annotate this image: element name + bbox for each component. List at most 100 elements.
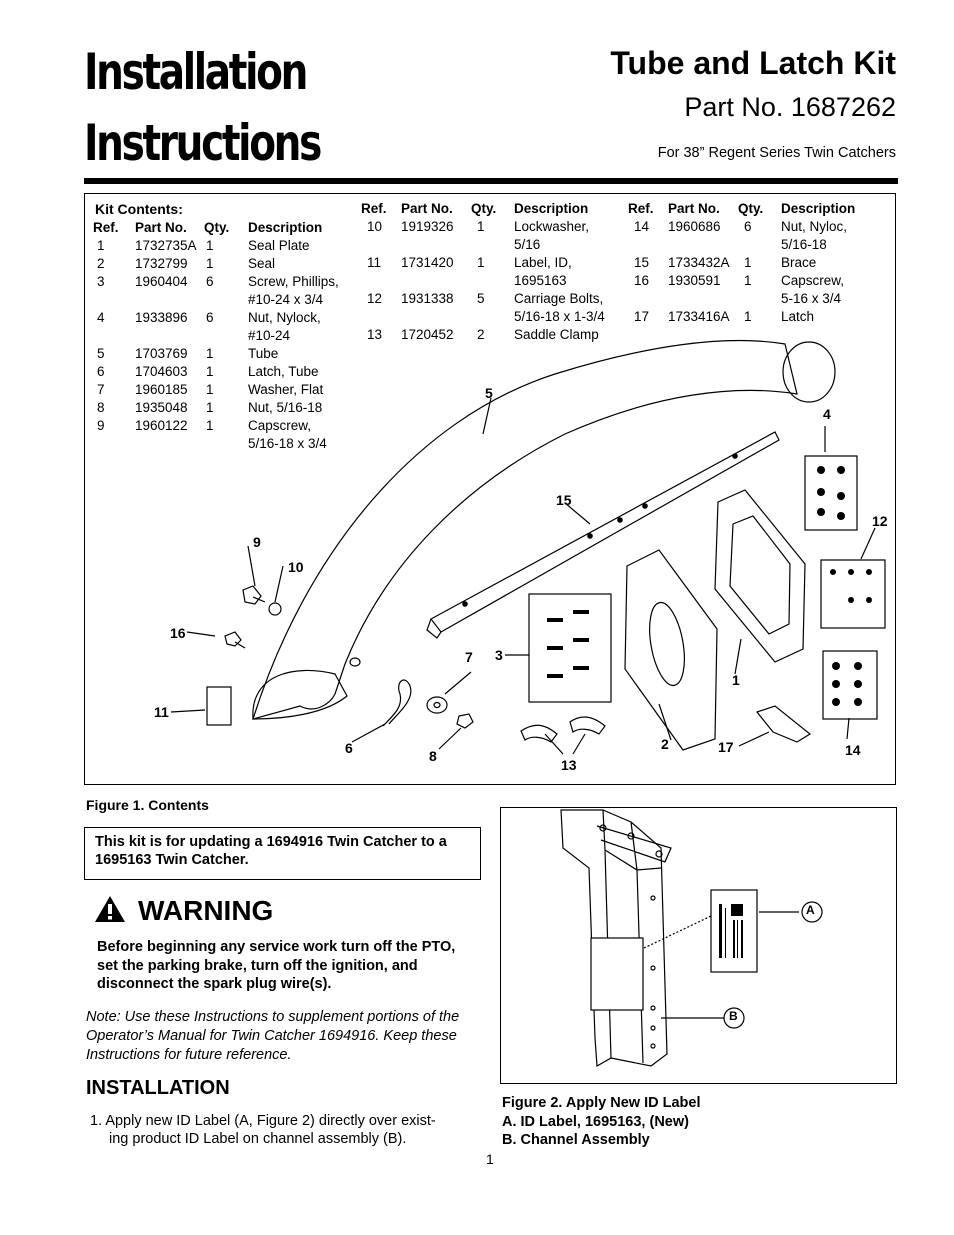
description-cell: #10-24 x 3/4 bbox=[248, 292, 324, 307]
qty-cell: 6 bbox=[206, 274, 214, 289]
qty-cell: 1 bbox=[206, 382, 214, 397]
col-header-ref: Ref. bbox=[361, 201, 387, 216]
ref-cell: 5 bbox=[97, 346, 105, 361]
part-number-cell: 1960686 bbox=[668, 219, 721, 234]
ref-cell: 3 bbox=[97, 274, 105, 289]
title-line-1: Installation bbox=[84, 43, 308, 101]
page-number: 1 bbox=[486, 1151, 494, 1167]
part-number-cell: 1960404 bbox=[135, 274, 188, 289]
part-number-cell: 1919326 bbox=[401, 219, 454, 234]
lockwasher-10 bbox=[268, 602, 282, 616]
qty-cell: 1 bbox=[206, 400, 214, 415]
figure2-box: A B bbox=[500, 807, 897, 1084]
callout-13: 13 bbox=[561, 757, 577, 773]
description-cell: Capscrew, bbox=[781, 273, 845, 288]
part-number-cell: 1703769 bbox=[135, 346, 188, 361]
qty-cell: 1 bbox=[744, 273, 752, 288]
callout-14: 14 bbox=[845, 742, 861, 758]
ref-cell: 6 bbox=[97, 364, 105, 379]
tube-end bbox=[252, 669, 348, 720]
description-cell: Nut, Nyloc, bbox=[781, 219, 848, 234]
part-number-cell: 1720452 bbox=[401, 327, 454, 342]
part-number-cell: 1733416A bbox=[668, 309, 730, 324]
capscrew-16 bbox=[224, 631, 246, 649]
description-cell: Nut, Nylock, bbox=[248, 310, 321, 325]
callout-4: 4 bbox=[823, 406, 831, 422]
callout-5: 5 bbox=[485, 385, 493, 401]
id-label-part bbox=[206, 686, 232, 726]
parts-illustration bbox=[170, 339, 886, 755]
ref-cell: 13 bbox=[367, 327, 383, 342]
col-header-ref: Ref. bbox=[93, 220, 119, 235]
col-header-part: Part No. bbox=[668, 201, 720, 216]
update-note-box: This kit is for updating a 1694916 Twin … bbox=[84, 827, 481, 880]
description-cell: Label, ID, bbox=[514, 255, 572, 270]
tube-opening bbox=[782, 341, 836, 403]
part-number-cell: 1930591 bbox=[668, 273, 721, 288]
callout-3: 3 bbox=[495, 647, 503, 663]
qty-cell: 6 bbox=[206, 310, 214, 325]
callout-15: 15 bbox=[556, 492, 572, 508]
warning-title: WARNING bbox=[138, 895, 274, 926]
description-cell: 5/16 bbox=[514, 237, 541, 252]
installation-step-1-cont: ing product ID Label on channel assembly… bbox=[109, 1131, 407, 1147]
col-header-desc: Description bbox=[248, 220, 323, 235]
installation-heading: INSTALLATION bbox=[86, 1077, 230, 1099]
col-header-desc: Description bbox=[514, 201, 589, 216]
figure2-item-a: A. ID Label, 1695163, (New) bbox=[502, 1113, 689, 1130]
title-line-2: Instructions bbox=[84, 114, 322, 172]
callout-12: 12 bbox=[872, 513, 888, 529]
callout-b: B bbox=[729, 1009, 738, 1023]
description-cell: Screw, Phillips, bbox=[248, 274, 339, 289]
col-header-qty: Qty. bbox=[738, 201, 764, 216]
figure2-title: Figure 2. Apply New ID Label bbox=[502, 1095, 701, 1111]
description-cell: 5-16 x 3/4 bbox=[781, 291, 842, 306]
col-header-part: Part No. bbox=[135, 220, 187, 235]
description-cell: Brace bbox=[781, 255, 817, 270]
part-number-cell: 1733432A bbox=[668, 255, 730, 270]
ref-cell: 17 bbox=[634, 309, 650, 324]
latch-17 bbox=[755, 705, 812, 743]
figure2-caption: Figure 2. Apply New ID Label A. ID Label… bbox=[502, 1094, 700, 1150]
part-number-cell: 1931338 bbox=[401, 291, 454, 306]
callout-11: 11 bbox=[154, 704, 169, 720]
callout-a: A bbox=[806, 903, 815, 917]
description-cell: Seal Plate bbox=[248, 238, 310, 253]
tube-part bbox=[252, 339, 798, 720]
qty-cell: 1 bbox=[206, 364, 214, 379]
ref-cell: 12 bbox=[367, 291, 383, 306]
part-number-cell: 1935048 bbox=[135, 400, 188, 415]
part-number-cell: 1732735A bbox=[135, 238, 197, 253]
nut-bag-14 bbox=[822, 650, 878, 720]
figure2-item-b: B. Channel Assembly bbox=[502, 1132, 650, 1148]
description-cell: 5/16-18 bbox=[781, 237, 827, 252]
applies-to: For 38” Regent Series Twin Catchers bbox=[657, 145, 896, 161]
old-id-label bbox=[590, 937, 644, 1011]
description-cell: 5/16-18 x 3/4 bbox=[248, 436, 327, 451]
description-cell: Lockwasher, bbox=[514, 219, 590, 234]
warning-body: Before beginning any service work turn o… bbox=[97, 939, 456, 992]
seal-part bbox=[624, 549, 718, 751]
part-number-cell: 1933896 bbox=[135, 310, 188, 325]
tube-latch-6 bbox=[382, 679, 412, 727]
usage-note: Note: Use these Instructions to suppleme… bbox=[86, 1009, 460, 1063]
kit-name: Tube and Latch Kit bbox=[610, 45, 896, 81]
ref-cell: 14 bbox=[634, 219, 650, 234]
qty-cell: 1 bbox=[744, 309, 752, 324]
part-number-cell: 1960122 bbox=[135, 418, 188, 433]
qty-cell: 6 bbox=[744, 219, 752, 234]
qty-cell: 1 bbox=[206, 418, 214, 433]
